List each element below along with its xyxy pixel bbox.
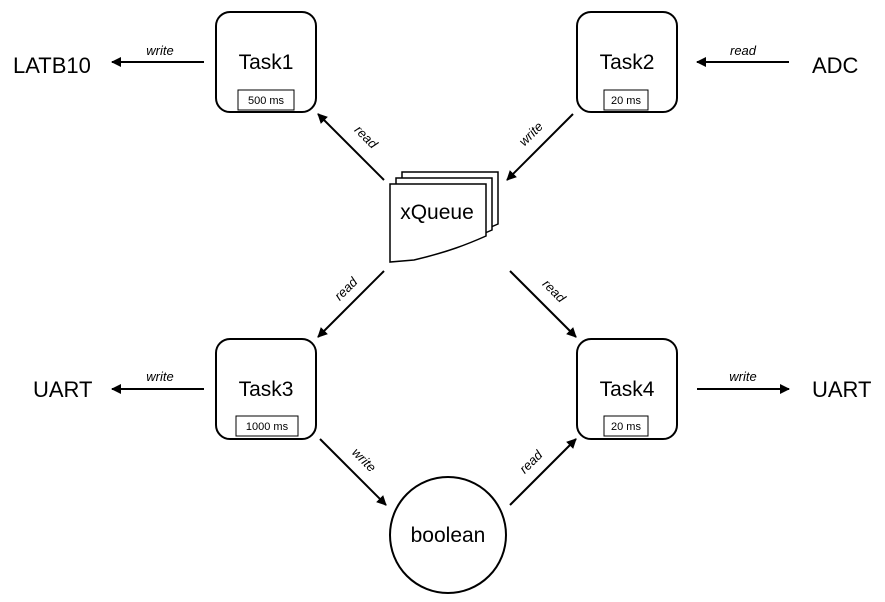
- edge-task3-boolean-arrow: [319, 438, 387, 506]
- task3-box: [215, 338, 317, 440]
- endpoint-latb10: LATB10: [13, 53, 91, 78]
- edge-queue-task1-arrow: [317, 113, 385, 181]
- edge-task3-boolean-label: write: [349, 445, 379, 475]
- edge-boolean-task4: read: [509, 438, 577, 506]
- edge-task3-uart-label: write: [146, 369, 173, 384]
- task4-period: 20 ms: [611, 421, 641, 433]
- task4-label: Task4: [600, 378, 655, 401]
- edge-task1-latb10-label: write: [146, 43, 173, 58]
- task1-period-box: [237, 89, 295, 111]
- endpoint-uart-right: UART: [812, 377, 872, 402]
- edge-queue-task3-arrow: [317, 270, 385, 338]
- task2-box: [576, 11, 678, 113]
- edge-boolean-task4-arrow: [509, 438, 577, 506]
- task3-label: Task3: [239, 378, 294, 401]
- task1-period: 500 ms: [248, 95, 285, 107]
- task4-period-box: [603, 415, 649, 437]
- edge-queue-task4: read: [509, 270, 577, 338]
- task4-box: [576, 338, 678, 440]
- task2-period-box: [603, 89, 649, 111]
- edge-task3-boolean: write: [319, 438, 387, 506]
- task2-period: 20 ms: [611, 95, 641, 107]
- edge-queue-task4-arrow: [509, 270, 577, 338]
- task4-node: Task4 20 ms: [576, 338, 678, 440]
- task3-period: 1000 ms: [246, 421, 289, 433]
- queue-node: xQueue: [389, 171, 499, 263]
- edge-queue-task4-label: read: [540, 276, 570, 306]
- task1-node: Task1 500 ms: [215, 11, 317, 113]
- edge-queue-task3: read: [317, 270, 385, 338]
- edge-task2-queue-arrow: [506, 113, 574, 181]
- edge-task4-uart: write: [697, 369, 790, 394]
- edge-task1-latb10: write: [111, 43, 204, 67]
- task1-box: [215, 11, 317, 113]
- task1-label: Task1: [239, 51, 294, 74]
- endpoint-adc: ADC: [812, 53, 859, 78]
- endpoint-uart-left: UART: [33, 377, 93, 402]
- edge-adc-task2-label: read: [730, 43, 757, 58]
- task2-node: Task2 20 ms: [576, 11, 678, 113]
- task3-period-box: [235, 415, 299, 437]
- edge-task2-queue: write: [506, 113, 574, 181]
- queue-label: xQueue: [400, 201, 474, 224]
- edge-queue-task1-label: read: [352, 122, 382, 152]
- boolean-label: boolean: [411, 524, 486, 547]
- edge-boolean-task4-label: read: [516, 447, 546, 477]
- edge-task3-uart: write: [111, 369, 204, 394]
- edge-queue-task1: read: [317, 113, 385, 181]
- edge-adc-task2: read: [696, 43, 789, 67]
- boolean-circle: [389, 476, 507, 594]
- queue-sheet-front: [389, 183, 487, 263]
- edge-task4-uart-label: write: [729, 369, 756, 384]
- task2-label: Task2: [600, 51, 655, 74]
- boolean-node: boolean: [389, 476, 507, 594]
- task3-node: Task3 1000 ms: [215, 338, 317, 440]
